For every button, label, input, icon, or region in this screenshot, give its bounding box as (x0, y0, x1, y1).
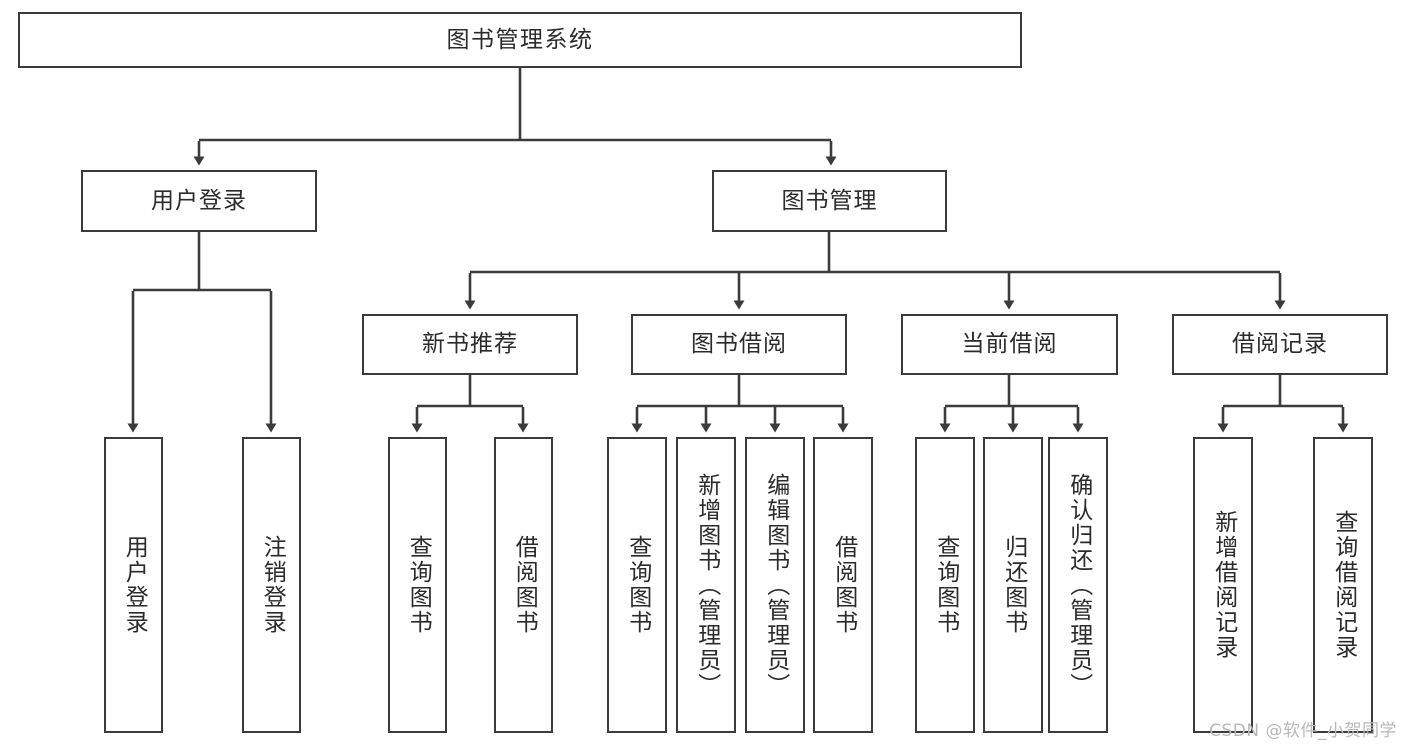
node-label: 编辑图书（管理员） (762, 472, 789, 698)
node-leaf-borrow-book-1[interactable]: 借阅图书 (494, 437, 553, 733)
node-leaf-borrow-book-2[interactable]: 借阅图书 (813, 437, 873, 733)
node-label: 用户登录 (121, 535, 148, 635)
node-leaf-user-logout[interactable]: 注销登录 (242, 437, 301, 733)
node-leaf-add-record[interactable]: 新增借阅记录 (1193, 437, 1253, 733)
node-label: 新增借阅记录 (1210, 510, 1237, 660)
node-leaf-query-record[interactable]: 查询借阅记录 (1313, 437, 1373, 733)
node-leaf-user-login[interactable]: 用户登录 (104, 437, 163, 733)
node-new-book-recommend[interactable]: 新书推荐 (362, 314, 578, 375)
node-label: 用户登录 (151, 187, 247, 214)
node-label: 查询图书 (932, 535, 959, 635)
node-label: 图书管理系统 (446, 26, 594, 53)
node-label: 新书推荐 (422, 331, 518, 358)
node-leaf-query-book-3[interactable]: 查询图书 (915, 437, 975, 733)
node-current-borrow[interactable]: 当前借阅 (901, 314, 1118, 375)
node-label: 图书管理 (781, 187, 878, 214)
node-book-manage[interactable]: 图书管理 (712, 170, 947, 232)
node-leaf-return-book[interactable]: 归还图书 (983, 437, 1043, 733)
node-borrow-record[interactable]: 借阅记录 (1172, 314, 1388, 375)
node-label: 图书借阅 (691, 331, 787, 358)
node-leaf-add-book[interactable]: 新增图书（管理员） (676, 437, 736, 733)
node-label: 新增图书（管理员） (693, 472, 720, 698)
node-label: 借阅图书 (830, 535, 857, 635)
node-label: 查询图书 (624, 535, 651, 635)
node-label: 确认归还（管理员） (1065, 472, 1092, 698)
node-book-borrow[interactable]: 图书借阅 (631, 314, 847, 375)
node-label: 注销登录 (259, 535, 286, 635)
node-label: 借阅图书 (511, 535, 538, 635)
node-leaf-edit-book[interactable]: 编辑图书（管理员） (745, 437, 805, 733)
node-leaf-query-book-1[interactable]: 查询图书 (388, 437, 447, 733)
csdn-watermark: CSDN @软件_小贺同学 (1209, 721, 1397, 741)
node-label: 归还图书 (1000, 535, 1027, 635)
node-label: 查询借阅记录 (1330, 510, 1357, 660)
node-leaf-query-book-2[interactable]: 查询图书 (607, 437, 667, 733)
node-label: 当前借阅 (961, 331, 1058, 358)
node-user-login[interactable]: 用户登录 (81, 170, 317, 232)
node-label: 查询图书 (405, 535, 432, 635)
node-root-system[interactable]: 图书管理系统 (18, 12, 1022, 68)
node-label: 借阅记录 (1232, 331, 1328, 358)
node-leaf-confirm-return[interactable]: 确认归还（管理员） (1048, 437, 1108, 733)
